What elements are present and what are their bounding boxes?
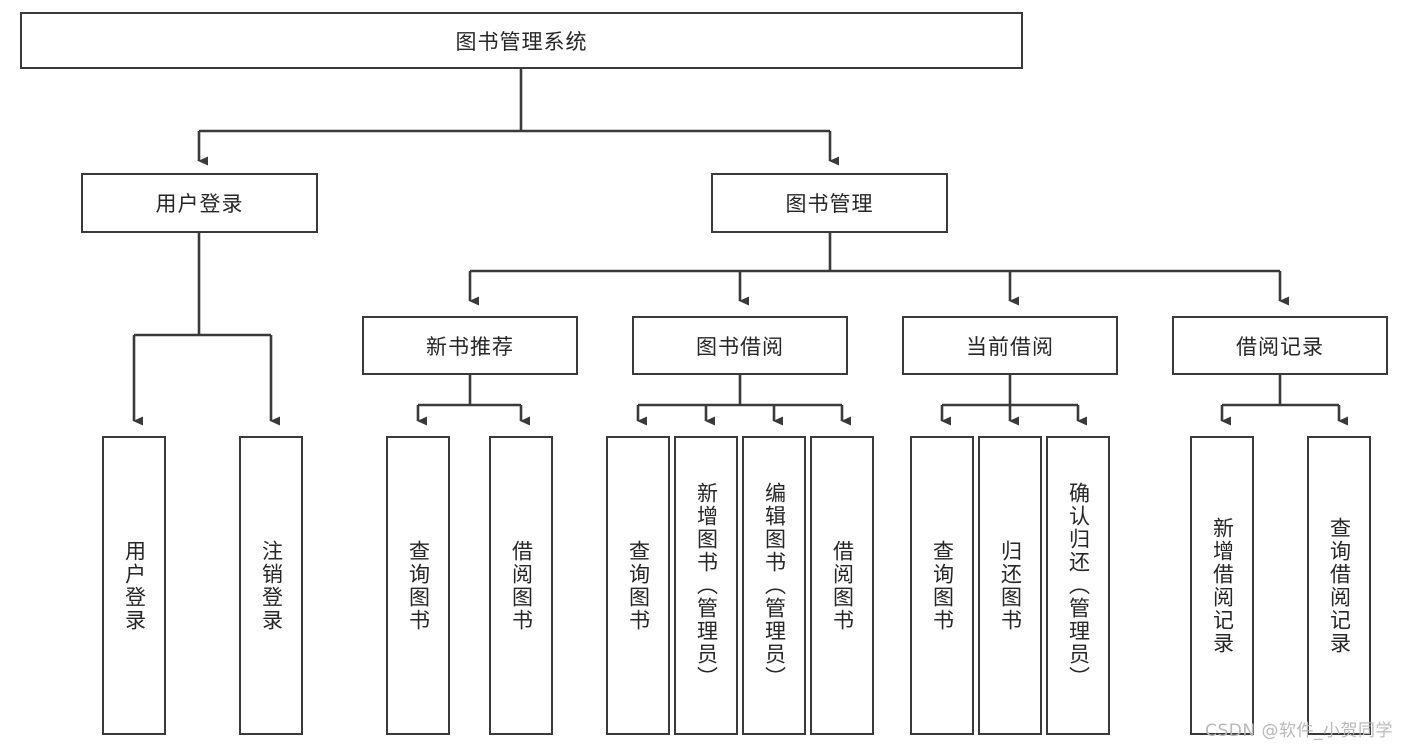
node-leaf-add-record[interactable]: 新增借阅记录 — [1190, 436, 1254, 735]
node-leaf-query-record-label: 查询借阅记录 — [1327, 516, 1352, 655]
node-leaf-confirm-return-label: 确认归还（管理员） — [1066, 482, 1091, 689]
node-leaf-return-book-label: 归还图书 — [998, 539, 1023, 632]
node-root[interactable]: 图书管理系统 — [20, 12, 1023, 69]
node-leaf-borrow-book-2[interactable]: 借阅图书 — [810, 436, 874, 735]
node-book-borrow[interactable]: 图书借阅 — [632, 316, 848, 375]
node-book-manage[interactable]: 图书管理 — [711, 173, 948, 233]
node-leaf-user-logout-label: 注销登录 — [259, 539, 284, 632]
node-leaf-borrow-book-1[interactable]: 借阅图书 — [489, 436, 553, 735]
node-leaf-edit-book-label: 编辑图书（管理员） — [762, 482, 787, 689]
node-current-borrow[interactable]: 当前借阅 — [902, 316, 1118, 375]
node-book-borrow-label: 图书借阅 — [696, 334, 784, 359]
node-leaf-query-book-2[interactable]: 查询图书 — [606, 436, 670, 735]
node-leaf-query-book-1[interactable]: 查询图书 — [386, 436, 450, 735]
node-user-login-label: 用户登录 — [155, 192, 244, 216]
node-current-borrow-label: 当前借阅 — [966, 334, 1054, 359]
node-leaf-add-book[interactable]: 新增图书（管理员） — [674, 436, 738, 735]
node-leaf-query-book-3-label: 查询图书 — [930, 539, 955, 632]
node-leaf-query-book-1-label: 查询图书 — [406, 539, 431, 632]
node-leaf-add-book-label: 新增图书（管理员） — [694, 482, 719, 689]
node-borrow-record-label: 借阅记录 — [1236, 334, 1324, 359]
node-leaf-add-record-label: 新增借阅记录 — [1210, 516, 1235, 655]
node-new-book-rec[interactable]: 新书推荐 — [362, 316, 578, 375]
node-leaf-query-book-3[interactable]: 查询图书 — [910, 436, 974, 735]
node-new-book-rec-label: 新书推荐 — [426, 334, 514, 359]
node-root-label: 图书管理系统 — [455, 29, 588, 54]
node-book-manage-label: 图书管理 — [785, 192, 874, 216]
node-leaf-user-login[interactable]: 用户登录 — [102, 436, 166, 735]
node-leaf-return-book[interactable]: 归还图书 — [978, 436, 1042, 735]
node-user-login[interactable]: 用户登录 — [81, 173, 318, 233]
node-leaf-query-book-2-label: 查询图书 — [626, 539, 651, 632]
node-leaf-user-logout[interactable]: 注销登录 — [239, 436, 303, 735]
csdn-watermark: CSDN @软件_小贺同学 — [1205, 721, 1393, 741]
node-leaf-query-record[interactable]: 查询借阅记录 — [1307, 436, 1371, 735]
node-leaf-confirm-return[interactable]: 确认归还（管理员） — [1046, 436, 1110, 735]
node-leaf-edit-book[interactable]: 编辑图书（管理员） — [742, 436, 806, 735]
node-borrow-record[interactable]: 借阅记录 — [1172, 316, 1388, 375]
node-leaf-user-login-label: 用户登录 — [122, 539, 147, 632]
node-leaf-borrow-book-2-label: 借阅图书 — [830, 539, 855, 632]
node-leaf-borrow-book-1-label: 借阅图书 — [509, 539, 534, 632]
